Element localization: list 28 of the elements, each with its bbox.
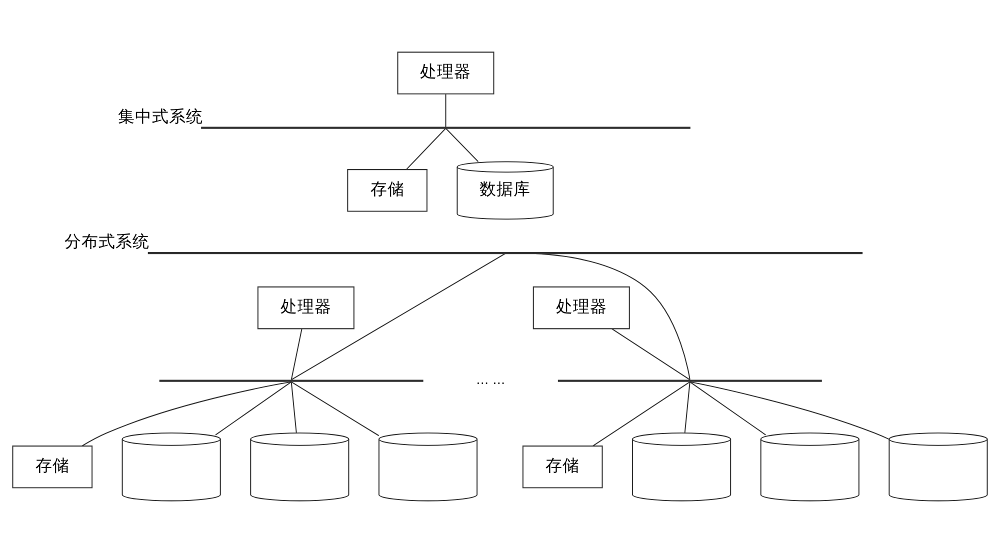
node-bar [558, 379, 822, 382]
node-box: 存储 [522, 445, 603, 488]
node-label: 分布式系统 [64, 232, 150, 251]
node-box: 处理器 [397, 51, 494, 94]
connector [612, 328, 690, 380]
node-box: 存储 [12, 445, 93, 488]
connector [446, 128, 479, 162]
connector [684, 381, 690, 432]
node-bar [148, 251, 863, 254]
connector [291, 381, 380, 436]
node-bar [201, 126, 690, 128]
connector [290, 381, 297, 432]
label: … … [476, 372, 506, 387]
node-box: 存储 [347, 168, 428, 212]
connector [690, 380, 890, 440]
connector [592, 381, 690, 446]
connector [406, 128, 446, 170]
connector [82, 380, 292, 446]
connector [536, 252, 690, 380]
node-bar [159, 379, 424, 382]
node-box: 处理器 [257, 286, 354, 329]
node-box: 处理器 [532, 286, 630, 329]
node-label: 集中式系统 [118, 106, 203, 126]
connector [291, 252, 506, 380]
connector [290, 328, 302, 380]
connector [445, 94, 446, 127]
connector [215, 381, 292, 435]
connector [690, 381, 766, 435]
